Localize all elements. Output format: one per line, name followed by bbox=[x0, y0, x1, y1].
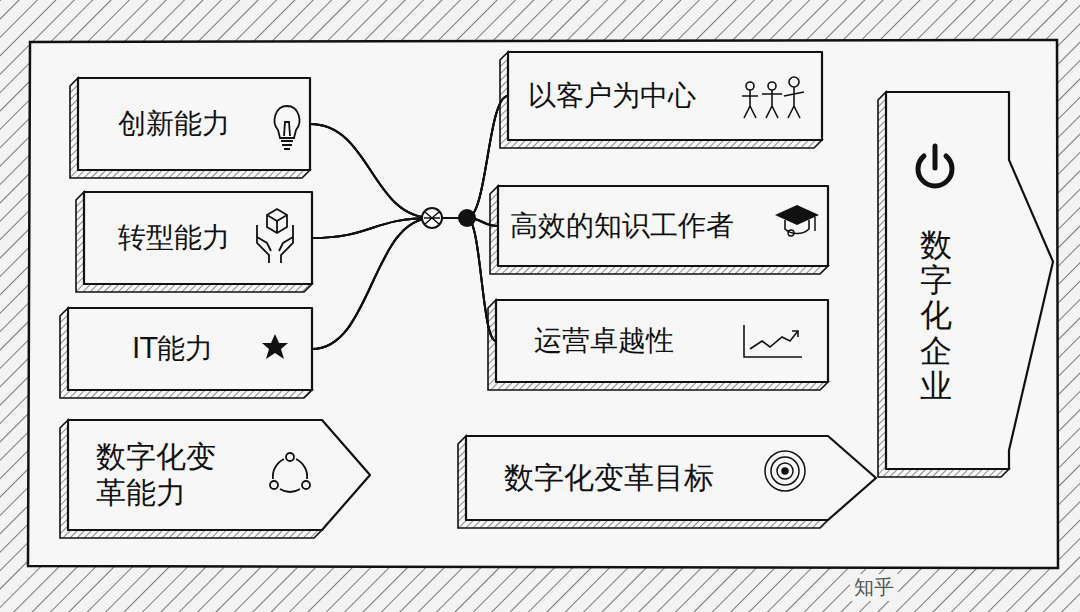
box-shadow bbox=[76, 192, 312, 292]
box-outline bbox=[878, 92, 1053, 477]
sketch-stroke bbox=[284, 122, 290, 136]
box-shadow bbox=[878, 92, 1009, 477]
node-label: 创新能力 bbox=[118, 107, 230, 141]
sketch-stroke bbox=[275, 106, 300, 138]
sketch-stroke bbox=[424, 212, 440, 224]
tag-box: 数字化变革目标 bbox=[458, 436, 876, 528]
sketch-stroke bbox=[267, 209, 287, 233]
sketch-stroke bbox=[262, 334, 288, 359]
sketch-stroke bbox=[310, 96, 508, 349]
sketch-stroke bbox=[744, 325, 802, 357]
sketch-stroke bbox=[768, 82, 776, 90]
sketch-stroke bbox=[257, 237, 293, 251]
node-label: 运营卓越性 bbox=[534, 324, 674, 358]
merge-connector bbox=[312, 218, 496, 349]
node-label: 数字化企业 bbox=[920, 228, 952, 404]
sketch-stroke bbox=[28, 40, 1058, 568]
tag-box: 数字化变革能力 bbox=[60, 420, 370, 538]
box-border bbox=[466, 436, 876, 520]
box-shadow bbox=[60, 308, 312, 398]
capability-box: 运营卓越性 bbox=[488, 300, 828, 390]
box-shadow bbox=[70, 78, 310, 178]
sketch-stroke bbox=[792, 331, 798, 337]
sketch-stroke bbox=[789, 77, 799, 87]
merge-connector bbox=[312, 218, 498, 349]
sketch-stroke bbox=[262, 334, 288, 359]
sketch-stroke bbox=[775, 205, 819, 225]
box-border bbox=[68, 420, 370, 530]
sketch-stroke bbox=[918, 146, 952, 186]
sketch-stroke bbox=[765, 451, 805, 491]
node-label: 高效的知识工作者 bbox=[510, 209, 734, 243]
sketch-stroke bbox=[742, 90, 758, 118]
box-shadow bbox=[60, 420, 322, 538]
sketch-stroke bbox=[275, 106, 300, 149]
sketch-stroke bbox=[744, 325, 802, 357]
sketch-stroke bbox=[270, 453, 310, 492]
sketch-stroke bbox=[273, 459, 307, 492]
merge-connector bbox=[312, 96, 508, 349]
capability-box: IT能力 bbox=[60, 308, 312, 398]
sketch-stroke bbox=[270, 481, 278, 489]
sketch-stroke bbox=[286, 453, 294, 461]
watermark: 知乎 bbox=[850, 574, 898, 601]
sketch-stroke bbox=[765, 451, 805, 491]
sketch-stroke bbox=[257, 225, 293, 263]
node-label: 转型能力 bbox=[118, 221, 230, 255]
sketch-stroke bbox=[788, 230, 794, 236]
box-border bbox=[498, 186, 828, 266]
box-shadow bbox=[490, 186, 828, 274]
sketch-stroke bbox=[814, 217, 816, 231]
box-shadow bbox=[458, 436, 828, 528]
target-arrow-box: 数字化企业 bbox=[878, 92, 1053, 477]
box-border bbox=[508, 52, 822, 140]
capability-box: 转型能力 bbox=[76, 192, 312, 292]
sketch-stroke bbox=[742, 77, 804, 118]
box-shadow bbox=[500, 52, 822, 148]
merge-connector bbox=[310, 124, 496, 341]
merge-connector bbox=[312, 218, 496, 341]
sketch-stroke bbox=[281, 141, 293, 149]
merge-connector bbox=[312, 96, 508, 238]
capability-box: 以客户为中心 bbox=[500, 52, 822, 148]
sketch-stroke bbox=[775, 205, 819, 236]
box-border bbox=[886, 92, 1053, 469]
sketch-stroke bbox=[257, 209, 293, 263]
sketch-stroke bbox=[302, 481, 310, 489]
sketch-stroke bbox=[750, 331, 798, 349]
node-label: 数字化变革目标 bbox=[504, 460, 714, 496]
node-label: 以客户为中心 bbox=[528, 79, 696, 113]
sketch-stroke bbox=[746, 82, 754, 90]
node-label: 数字化变革能力 bbox=[96, 439, 224, 511]
sketch-stroke bbox=[933, 146, 938, 168]
sketch-stroke bbox=[777, 463, 793, 479]
capability-box: 高效的知识工作者 bbox=[490, 186, 828, 274]
sketch-stroke bbox=[784, 87, 804, 118]
sketch-stroke bbox=[771, 457, 799, 485]
sketch-stroke bbox=[762, 90, 782, 118]
capability-box: 创新能力 bbox=[70, 78, 310, 178]
sketch-stroke bbox=[422, 208, 442, 228]
box-border bbox=[84, 192, 312, 284]
box-border bbox=[68, 308, 312, 390]
sketch-stroke bbox=[458, 209, 476, 227]
box-border bbox=[78, 78, 310, 170]
node-label: IT能力 bbox=[132, 332, 213, 366]
sketch-stroke bbox=[782, 468, 788, 474]
box-border bbox=[496, 300, 828, 382]
box-shadow bbox=[488, 300, 828, 390]
